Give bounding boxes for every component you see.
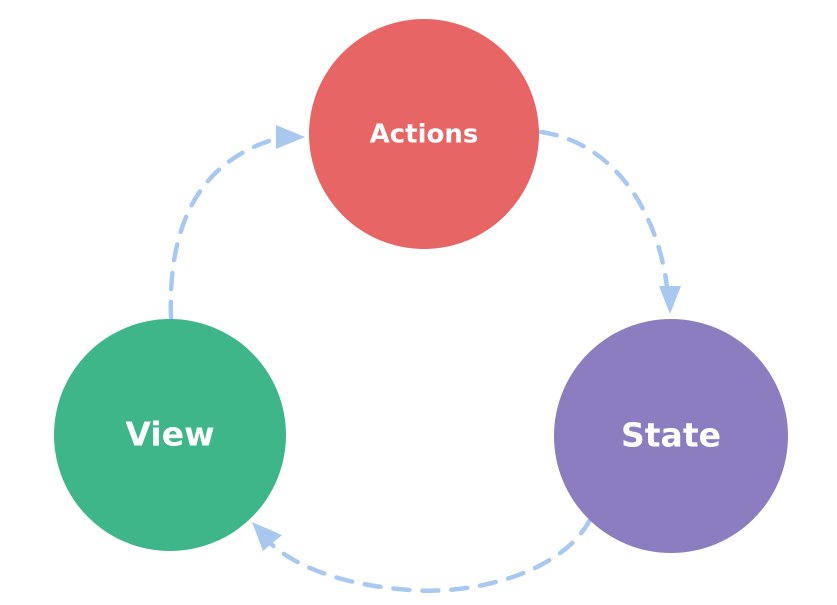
arrow-state-to-view <box>262 517 593 593</box>
node-state: State <box>554 319 788 553</box>
view-label: View <box>125 415 214 454</box>
actions-label: Actions <box>370 120 479 150</box>
arrow-view-to-actions <box>168 134 285 321</box>
view-circle <box>54 319 286 551</box>
state-label: State <box>621 416 721 455</box>
arrowhead-actions-icon <box>276 125 305 149</box>
state-circle <box>554 319 788 553</box>
node-view: View <box>54 319 286 551</box>
actions-circle <box>309 19 539 249</box>
arrowhead-view-icon <box>252 522 282 551</box>
arrowhead-state-icon <box>659 286 681 314</box>
node-actions: Actions <box>309 19 539 249</box>
arrow-actions-to-state <box>538 129 671 299</box>
